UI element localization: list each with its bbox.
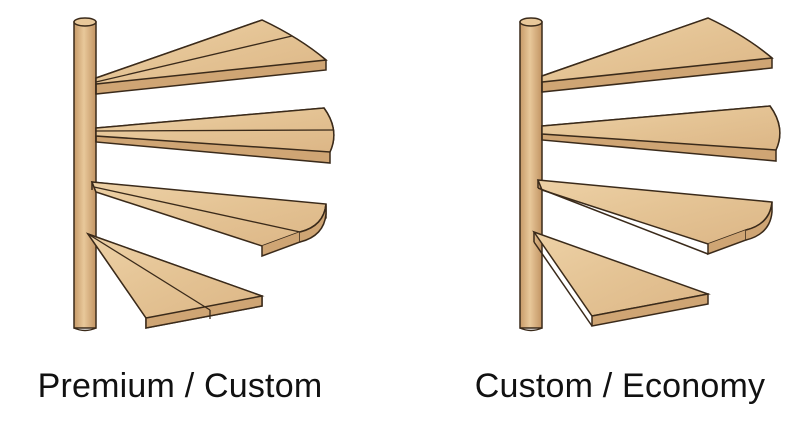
center-post	[519, 17, 543, 332]
tread-3	[536, 179, 773, 256]
premium-custom-label: Premium / Custom	[37, 367, 323, 405]
tread-2	[541, 105, 781, 162]
tread-4	[532, 230, 711, 327]
center-post	[73, 17, 97, 332]
custom-economy-label: Custom / Economy	[474, 367, 766, 405]
premium-staircase-panel: Premium / Custom	[37, 17, 335, 405]
tread-1	[95, 19, 328, 95]
tread-2	[95, 107, 335, 164]
economy-spiral-stair-illustration	[519, 17, 781, 332]
tread-3	[90, 181, 327, 258]
economy-staircase-panel: Custom / Economy	[400, 0, 800, 430]
premium-spiral-stair-illustration	[73, 17, 335, 332]
tread-4	[86, 232, 265, 329]
tread-1	[541, 17, 774, 93]
